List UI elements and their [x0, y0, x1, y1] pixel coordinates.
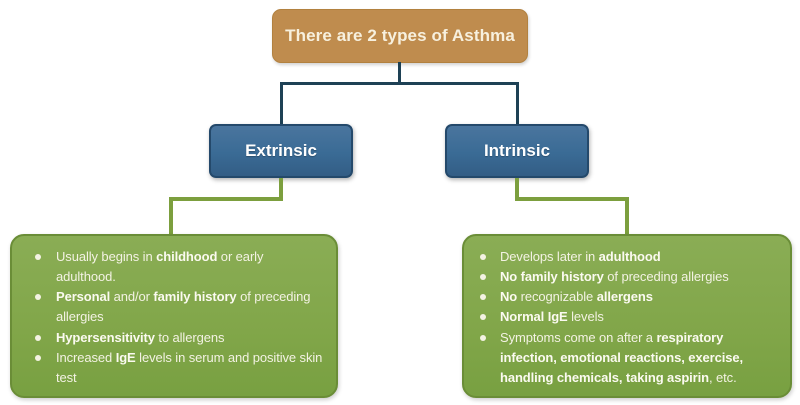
bullet-text: No recognizable allergens [500, 289, 653, 305]
bullet-text: Usually begins in childhood or early adu… [56, 249, 264, 285]
bullet-text: Personal and/or family history of preced… [56, 289, 311, 325]
bullet-dot-icon [35, 254, 41, 260]
bullet-item: No family history of preceding allergies [464, 267, 780, 287]
node-extrinsic: Extrinsic [209, 124, 353, 178]
bullet-dot-icon [480, 274, 486, 281]
bullet-dot-icon [35, 354, 41, 361]
bullet-dot-icon [480, 314, 486, 321]
bullet-item: Symptoms come on after a respiratory inf… [464, 328, 780, 388]
connector-intrinsic-drop [625, 197, 629, 236]
connector-title-stem [398, 62, 401, 84]
connector-drop-extrinsic [280, 82, 283, 124]
bullet-item: Hypersensitivity to allergens [12, 328, 326, 348]
bullet-dot-icon [480, 254, 486, 260]
bullet-item: Normal IgE levels [464, 307, 780, 327]
intrinsic-details-box: Develops later in adulthood No family his… [462, 234, 792, 398]
bullet-item: Personal and/or family history of preced… [12, 287, 326, 327]
extrinsic-label: Extrinsic [245, 141, 317, 160]
connector-extrinsic-drop [169, 197, 173, 236]
bullet-dot-icon [480, 294, 486, 301]
bullet-text: Develops later in adulthood [500, 249, 661, 264]
bullet-item: Usually begins in childhood or early adu… [12, 247, 326, 287]
bullet-text: No family history of preceding allergies [500, 269, 729, 285]
extrinsic-bullet-list: Usually begins in childhood or early adu… [12, 236, 336, 396]
connector-intrinsic-stem [515, 178, 519, 201]
extrinsic-details-box: Usually begins in childhood or early adu… [10, 234, 338, 398]
bullet-item: Increased IgE levels in serum and positi… [12, 348, 326, 388]
bullet-text: Increased IgE levels in serum and positi… [56, 349, 323, 385]
connector-intrinsic-elbow [515, 197, 629, 201]
bullet-text: Hypersensitivity to allergens [56, 329, 225, 345]
intrinsic-bullet-list: Develops later in adulthood No family his… [464, 236, 790, 396]
bullet-text: Normal IgE levels [500, 309, 604, 325]
diagram-title: There are 2 types of Asthma [285, 26, 515, 45]
connector-extrinsic-elbow [169, 197, 283, 201]
bullet-item: Develops later in adulthood [464, 247, 780, 267]
bullet-item: No recognizable allergens [464, 287, 780, 307]
connector-title-crossbar [280, 82, 519, 85]
connector-extrinsic-stem [279, 178, 283, 201]
bullet-dot-icon [35, 334, 41, 341]
root-node-title-box: There are 2 types of Asthma [272, 9, 528, 63]
bullet-dot-icon [35, 294, 41, 301]
node-intrinsic: Intrinsic [445, 124, 589, 178]
intrinsic-label: Intrinsic [483, 141, 551, 160]
connector-drop-intrinsic [516, 82, 519, 124]
bullet-dot-icon [480, 334, 486, 341]
bullet-text: Symptoms come on after a respiratory inf… [500, 329, 743, 385]
